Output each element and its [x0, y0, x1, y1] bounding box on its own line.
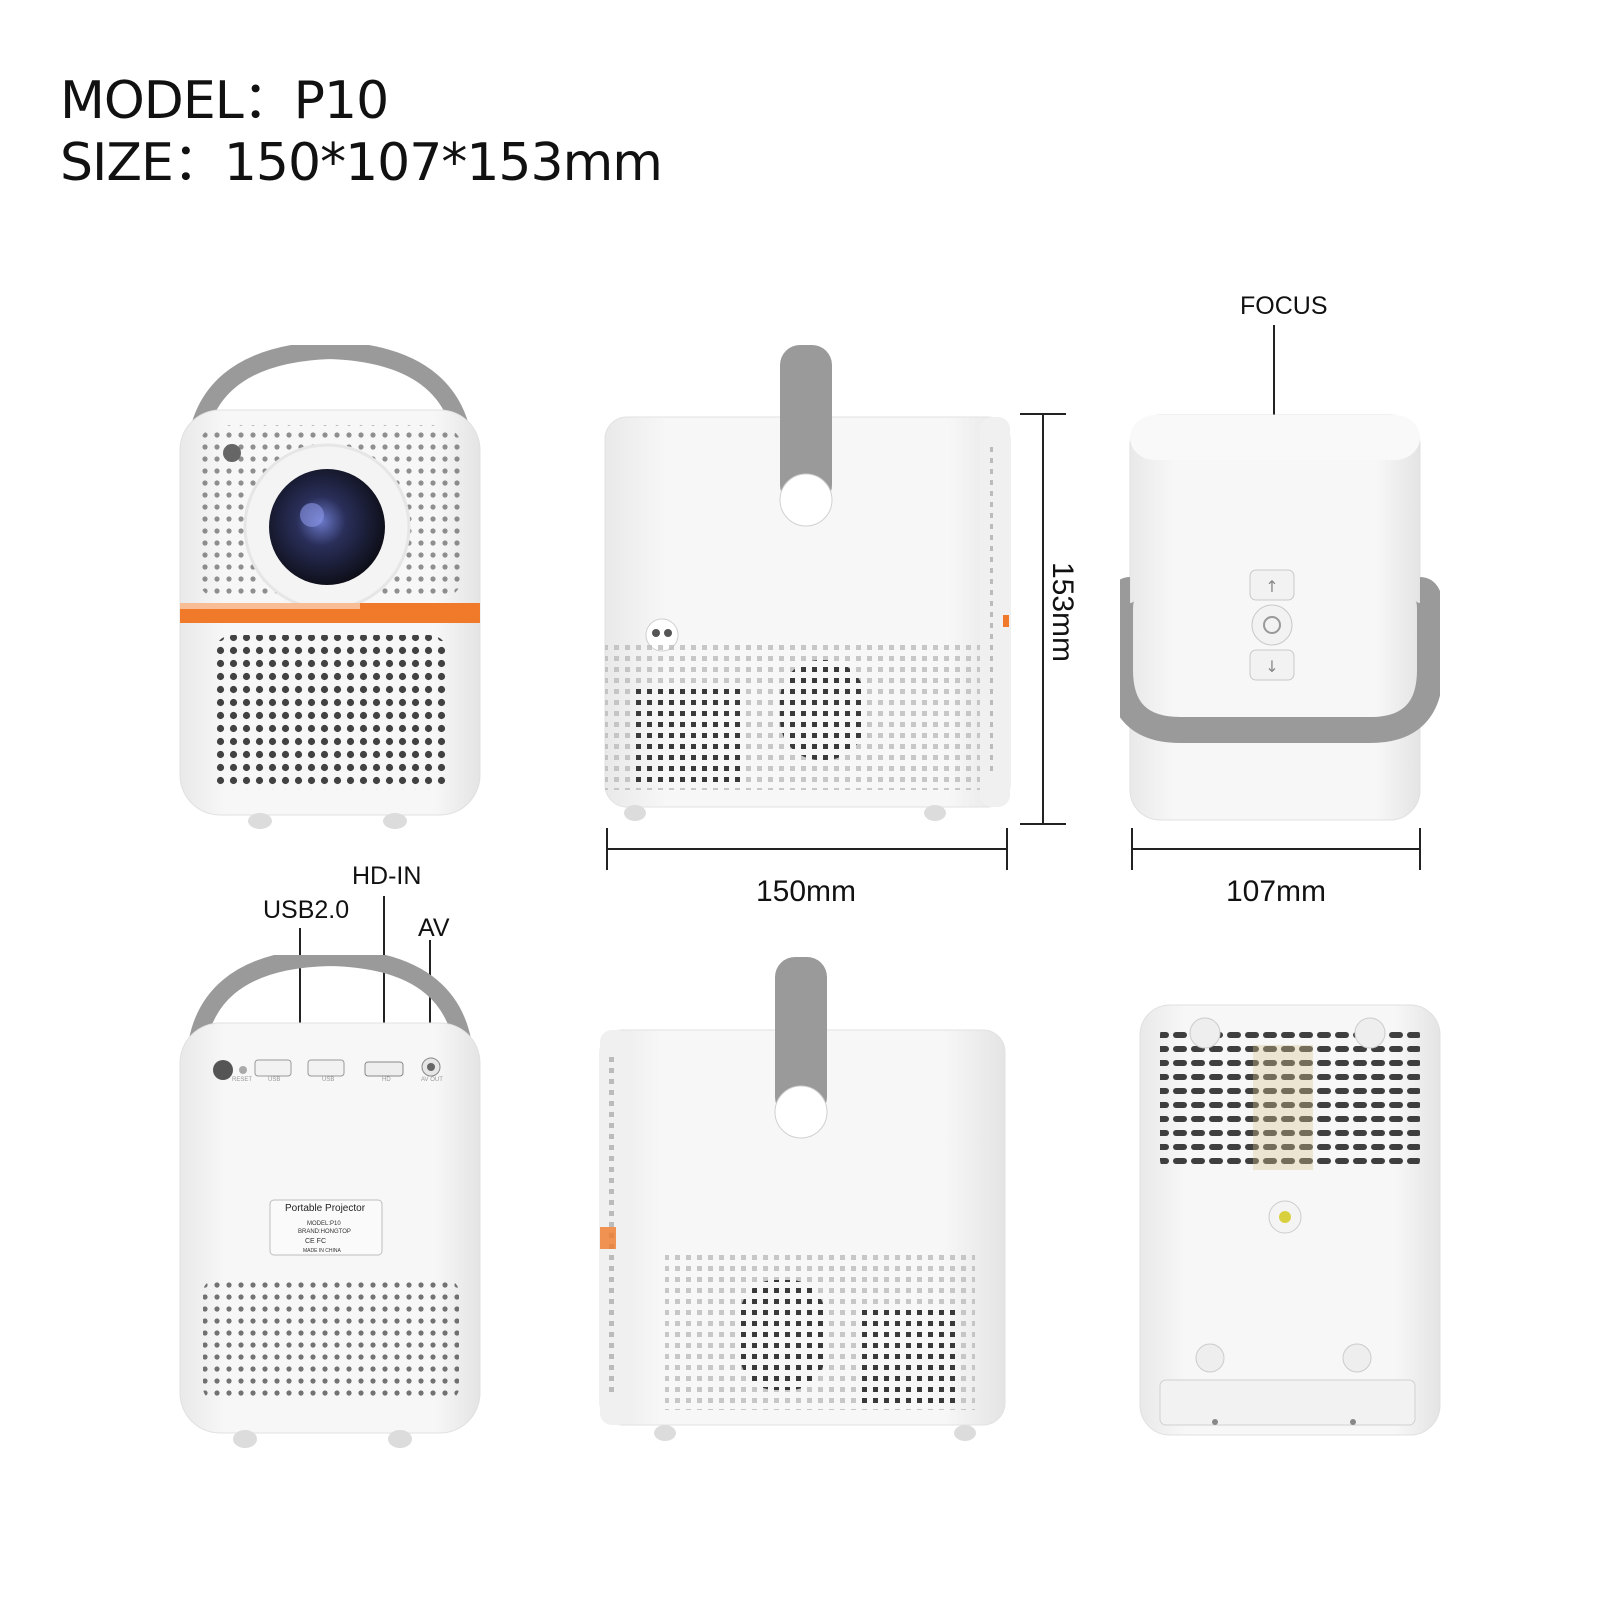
side-view-left — [595, 955, 1015, 1445]
svg-text:↑: ↑ — [1265, 577, 1278, 596]
sticker-origin: MADE IN CHINA — [303, 1248, 341, 1254]
depth-label: 107mm — [1226, 875, 1327, 908]
av-callout: AV — [418, 914, 450, 942]
av-port-label: AV OUT — [421, 1077, 443, 1083]
usb-port-2-label: USB — [322, 1077, 335, 1083]
hd-in-callout: HD-IN — [352, 862, 422, 890]
front-view — [175, 345, 485, 830]
width-dimension-line — [605, 826, 1010, 872]
focus-callout: FOCUS — [1240, 292, 1328, 320]
sticker-brand: BRAND:HONGTOP — [298, 1229, 351, 1235]
top-view: ↑ ↓ — [1120, 410, 1440, 825]
bottom-view — [1135, 1000, 1445, 1440]
back-view — [175, 955, 485, 1450]
sticker-title: Portable Projector — [285, 1203, 366, 1214]
usb-port-1-label: USB — [268, 1077, 281, 1083]
reset-port-label: RESET — [232, 1077, 253, 1083]
usb-callout: USB2.0 — [263, 896, 350, 924]
sticker-certs: CE FC — [305, 1238, 326, 1245]
model-heading: MODEL：P10 — [60, 71, 389, 131]
height-label: 153mm — [1046, 561, 1080, 663]
depth-dimension-line — [1130, 826, 1422, 872]
side-view-right — [600, 345, 1020, 830]
width-label: 150mm — [756, 875, 857, 908]
hd-port-label: HD — [382, 1077, 391, 1083]
size-heading: SIZE：150*107*153mm — [60, 133, 663, 193]
sticker-model: MODEL:P10 — [307, 1221, 341, 1227]
height-dimension-line — [1018, 412, 1068, 832]
svg-text:↓: ↓ — [1265, 657, 1278, 676]
